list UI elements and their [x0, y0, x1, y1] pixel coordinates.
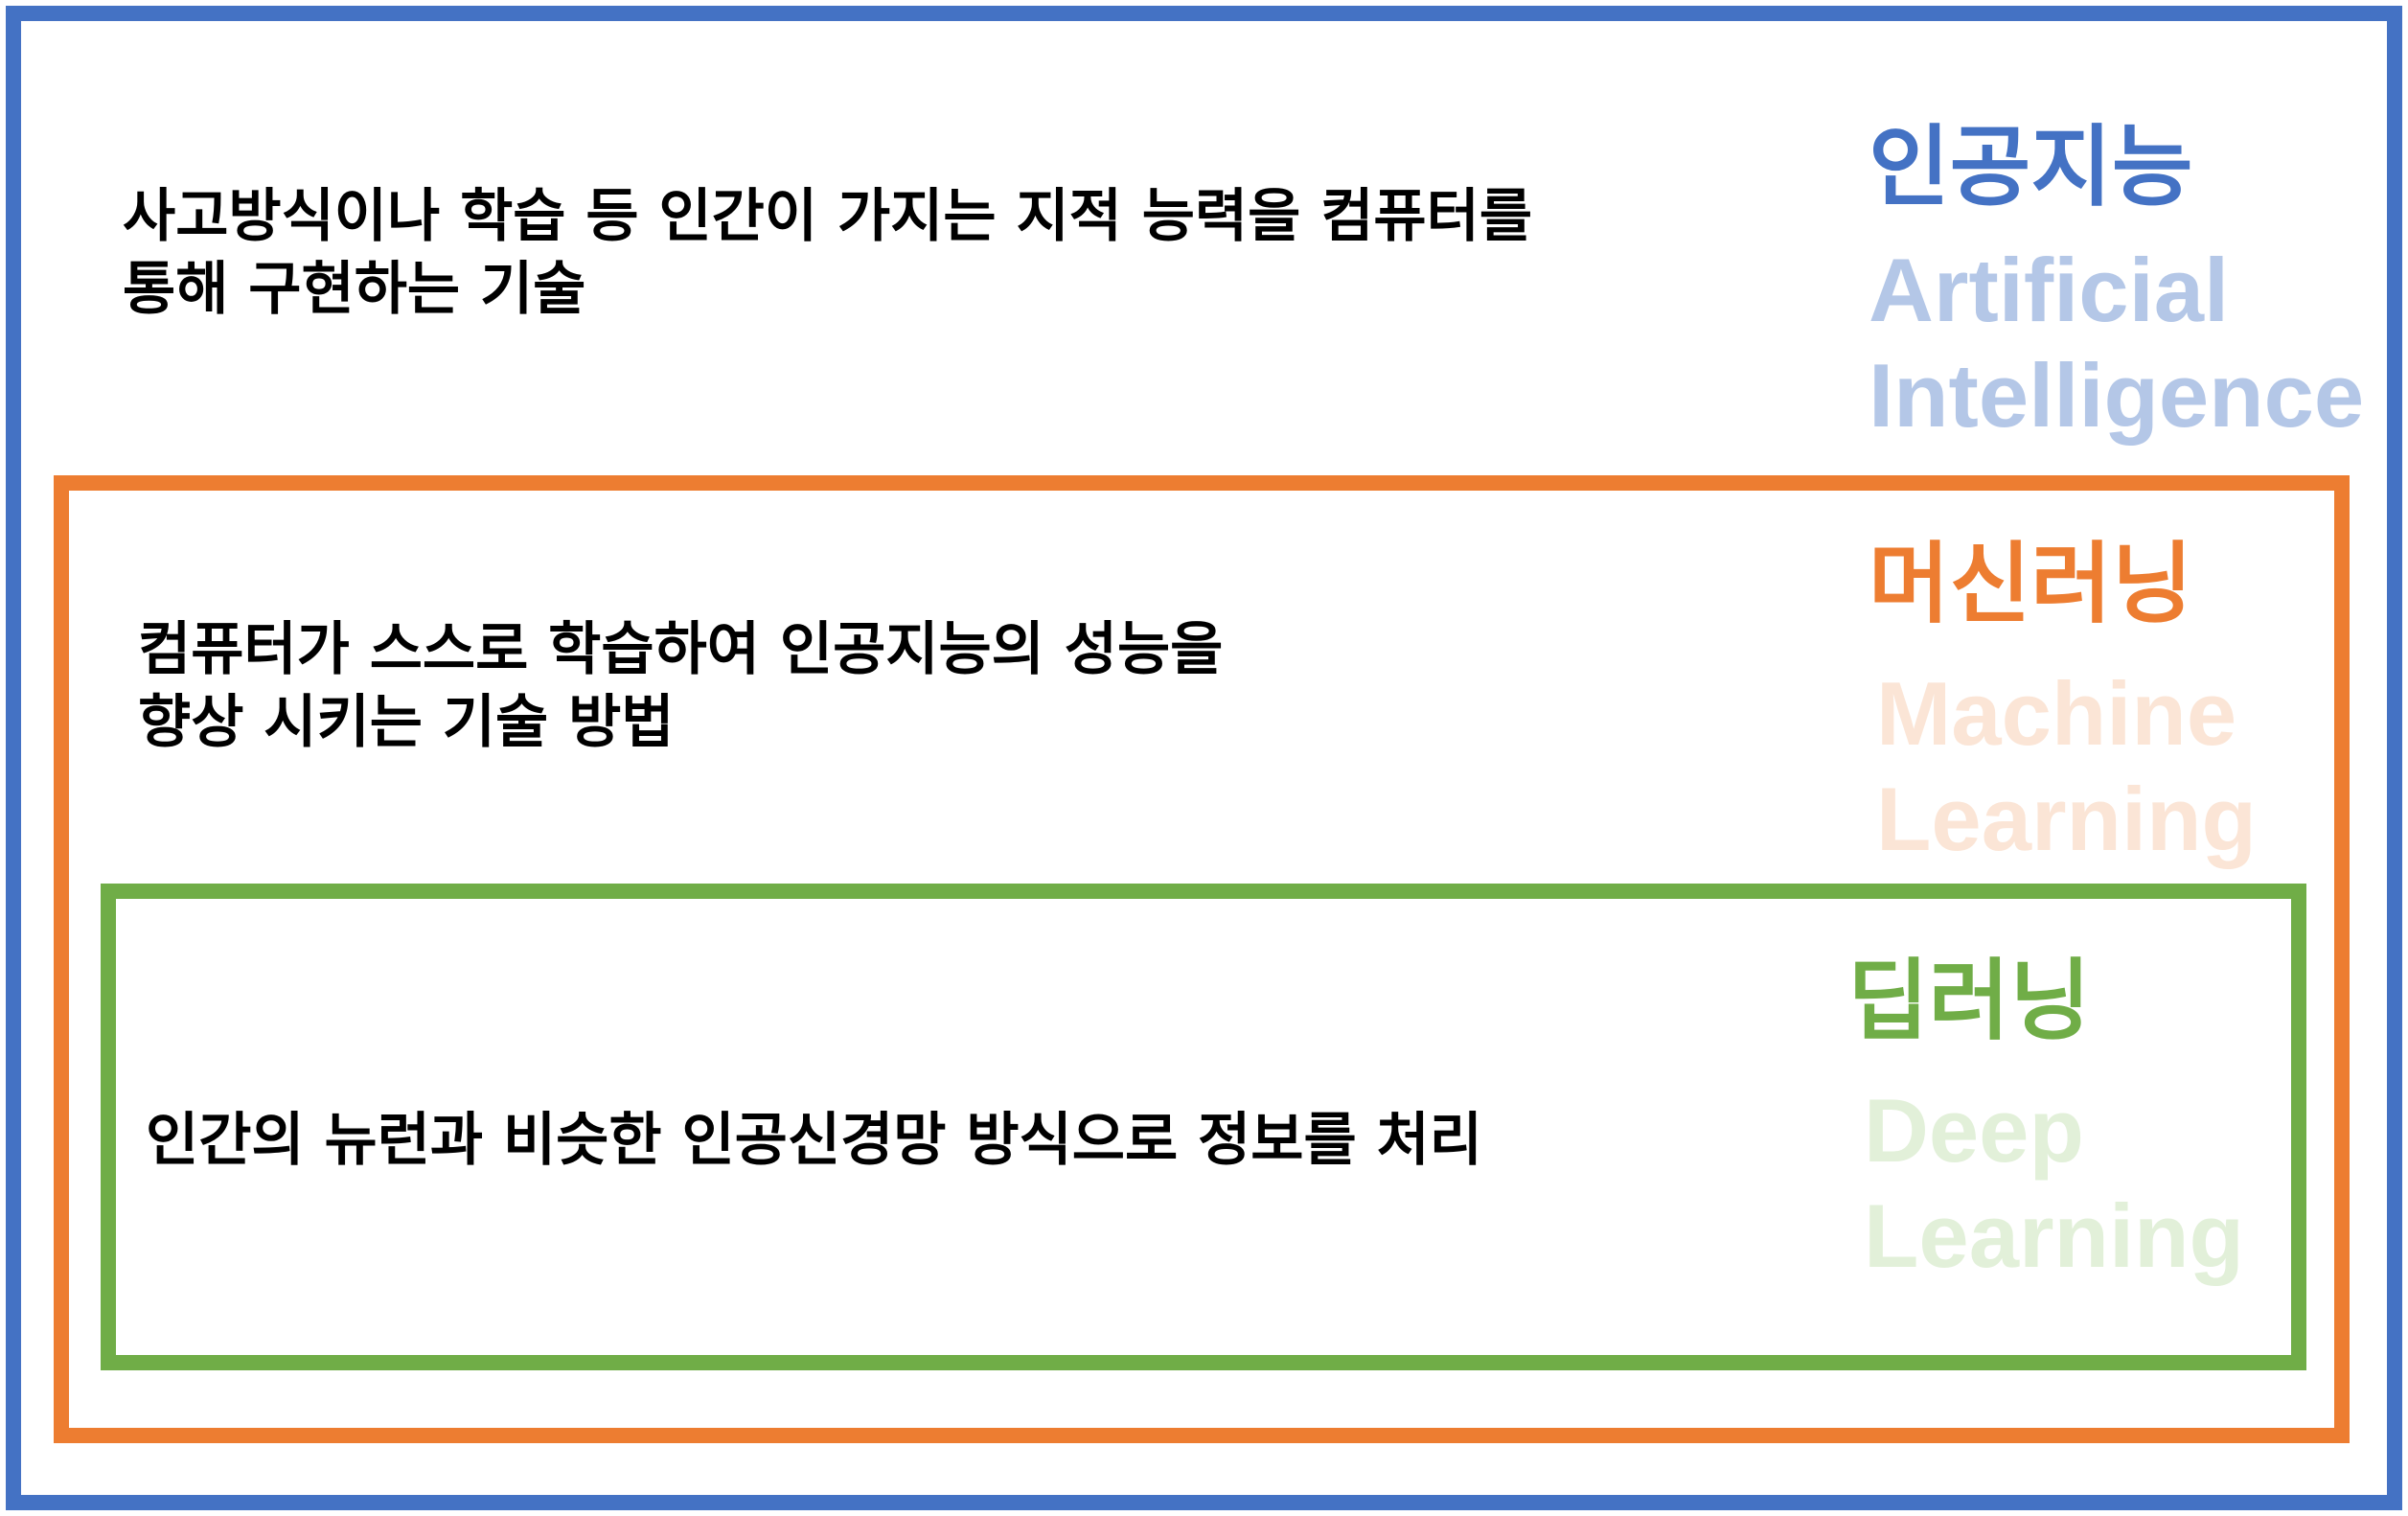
ai-description: 사고방식이나 학습 등 인간이 가지는 지적 능력을 컴퓨터를 통해 구현하는 … — [123, 180, 1532, 326]
ml-description-line-2: 향상 시키는 기술 방법 — [138, 689, 675, 756]
dl-description-line-1: 인간의 뉴런과 비슷한 인공신경망 방식으로 정보를 처리 — [146, 1107, 1482, 1174]
artificial-intelligence-box — [6, 6, 2402, 1510]
ai-title-korean: 인공지능 — [1869, 116, 2193, 218]
dl-title-english-line-1: Deep — [1864, 1080, 2084, 1181]
dl-title-korean: 딥러닝 — [1847, 950, 2091, 1052]
deep-learning-box — [101, 884, 2306, 1370]
machine-learning-box — [54, 475, 2350, 1443]
ai-description-line-1: 사고방식이나 학습 등 인간이 가지는 지적 능력을 컴퓨터를 — [123, 183, 1533, 250]
ml-title-english-line-1: Machine — [1876, 663, 2237, 764]
ai-description-line-2: 통해 구현하는 기술 — [123, 256, 586, 323]
ai-title-english: Artificial Intelligence — [1869, 238, 2364, 448]
dl-title-english-line-2: Learning — [1864, 1185, 2244, 1286]
ml-title-english-line-2: Learning — [1876, 769, 2257, 869]
ml-description-line-1: 컴퓨터가 스스로 학습하여 인공지능의 성능을 — [138, 616, 1224, 683]
ml-title-korean: 머신러닝 — [1869, 533, 2193, 635]
dl-title-english: Deep Learning — [1864, 1078, 2244, 1289]
ml-description: 컴퓨터가 스스로 학습하여 인공지능의 성능을 향상 시키는 기술 방법 — [138, 613, 1223, 759]
ai-title-english-line-2: Intelligence — [1869, 345, 2365, 446]
ai-title-english-line-1: Artificial — [1869, 240, 2230, 340]
dl-description: 인간의 뉴런과 비슷한 인공신경망 방식으로 정보를 처리 — [146, 1104, 1482, 1177]
ml-title-english: Machine Learning — [1876, 661, 2257, 872]
